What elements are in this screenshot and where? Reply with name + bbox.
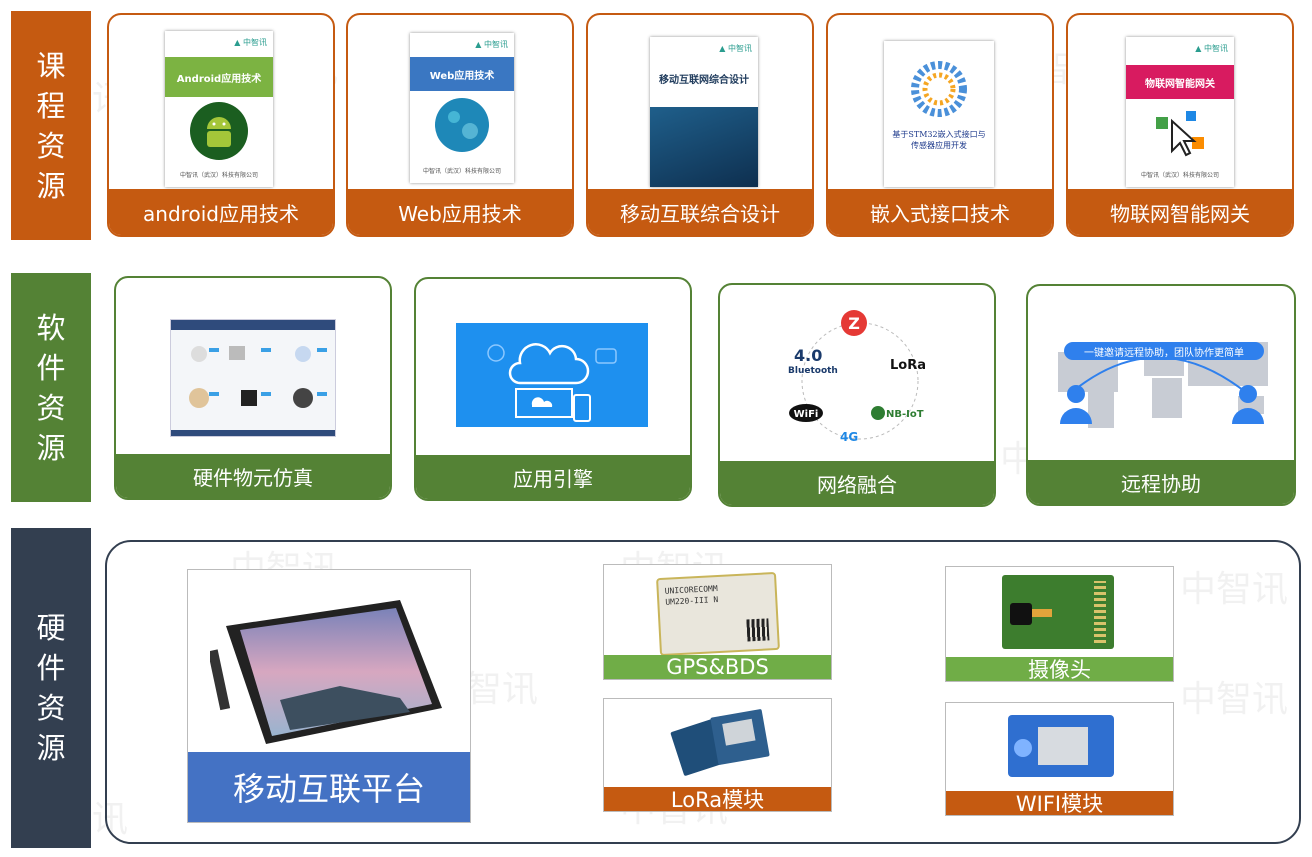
app-engine-illustration (456, 323, 648, 427)
book-cover-android: ▲ 中智讯 Android应用技术 中智讯（武汉）科技有限公司 (165, 31, 273, 187)
qr-code-icon (746, 618, 770, 642)
nbiot-icon: NB-IoT (886, 409, 924, 420)
category-hardware-char-1: 硬 (36, 611, 66, 645)
course-card-embedded[interactable]: 基于STM32嵌入式接口与传感器应用开发 嵌入式接口技术 (826, 13, 1054, 237)
lora-board-image (670, 709, 770, 776)
book-cover-title: Web应用技术 (410, 57, 514, 91)
circuit-ring-icon (911, 61, 967, 117)
logo-icon: ▲ 中智讯 (475, 40, 508, 49)
software-card-remote[interactable]: 一键邀请远程协助，团队协作更简单 远程协助 (1026, 284, 1296, 506)
book-cover-gateway: ▲ 中智讯 物联网智能网关 中智讯（武汉）科技有限公司 (1126, 37, 1234, 187)
wifi-icon: WiFi (794, 409, 819, 420)
category-software: 软 件 资 源 (11, 273, 91, 502)
category-hardware-char-3: 资 (36, 691, 66, 725)
course-card-android[interactable]: ▲ 中智讯 Android应用技术 中智讯（武汉）科技有限公司 android应… (107, 13, 335, 237)
hardware-panel (105, 540, 1301, 844)
logo-icon: ▲ 中智讯 (234, 38, 267, 47)
category-course-char-3: 资 (36, 128, 66, 163)
world-map-remote-icon (1058, 342, 1268, 428)
module-lora[interactable]: LoRa模块 (603, 698, 832, 812)
android-robot-icon (190, 102, 248, 160)
globe-network-icon (435, 98, 489, 152)
category-course-char-1: 课 (36, 48, 66, 83)
software-card-network[interactable]: Z 4.0 Bluetooth LoRa WiFi NB-IoT 4G 网络融合 (718, 283, 996, 507)
simulation-screenshot (170, 319, 336, 437)
category-software-char-1: 软 (36, 310, 66, 345)
module-camera[interactable]: 摄像头 (945, 566, 1174, 682)
category-software-char-4: 源 (36, 430, 66, 465)
cloud-devices-icon (487, 343, 617, 422)
software-card-engine[interactable]: 应用引擎 (414, 277, 692, 501)
category-hardware: 硬 件 资 源 (11, 528, 91, 848)
software-label: 网络融合 (720, 461, 994, 505)
course-label: 物联网智能网关 (1068, 189, 1292, 235)
course-label: 移动互联综合设计 (588, 189, 812, 235)
course-label: android应用技术 (109, 189, 333, 235)
zigbee-icon: Z (848, 314, 860, 333)
software-label: 远程协助 (1028, 460, 1294, 504)
category-course: 课 程 资 源 (11, 11, 91, 240)
category-course-char-2: 程 (36, 88, 66, 123)
module-label: GPS&BDS (604, 655, 831, 679)
bluetooth-version: 4.0 (794, 346, 822, 365)
software-label: 硬件物元仿真 (116, 454, 390, 498)
book-cover-embedded: 基于STM32嵌入式接口与传感器应用开发 (884, 41, 994, 187)
book-cover-web: ▲ 中智讯 Web应用技术 中智讯（武汉）科技有限公司 (410, 33, 514, 183)
category-hardware-char-4: 源 (36, 731, 66, 765)
book-cover-mobile: ▲ 中智讯 移动互联网综合设计 (650, 37, 758, 187)
platform-box[interactable]: 移动互联平台 (187, 569, 471, 823)
logo-icon: ▲ 中智讯 (719, 44, 752, 53)
module-label: WIFI模块 (946, 791, 1173, 815)
device-grid-icon (189, 346, 327, 408)
wifi-board-image (1008, 715, 1114, 777)
platform-label: 移动互联平台 (188, 752, 470, 822)
module-label: LoRa模块 (604, 787, 831, 811)
camera-board-image (1002, 575, 1114, 649)
4g-icon: 4G (840, 430, 858, 444)
book-cover-title: 物联网智能网关 (1126, 65, 1234, 99)
remote-banner: 一键邀请远程协助，团队协作更简单 (1064, 342, 1264, 360)
bluetooth-label: Bluetooth (788, 366, 838, 376)
book-cover-art (650, 107, 758, 187)
course-card-gateway[interactable]: ▲ 中智讯 物联网智能网关 中智讯（武汉）科技有限公司 物联网智能网关 (1066, 13, 1294, 237)
course-label: 嵌入式接口技术 (828, 189, 1052, 235)
category-course-char-4: 源 (36, 168, 66, 203)
module-gps[interactable]: UNICORECOMM UM220-III N GPS&BDS (603, 564, 832, 680)
protocol-ring-diagram: Z 4.0 Bluetooth LoRa WiFi NB-IoT 4G (788, 310, 926, 444)
lora-icon: LoRa (890, 358, 926, 373)
book-cover-title: 移动互联网综合设计 (650, 67, 758, 89)
book-cover-title: 基于STM32嵌入式接口与传感器应用开发 (892, 130, 986, 150)
software-card-simulation[interactable]: 硬件物元仿真 (114, 276, 392, 500)
module-wifi[interactable]: WIFI模块 (945, 702, 1174, 816)
category-software-char-2: 件 (36, 350, 66, 385)
cursor-pixel-icon (1156, 111, 1204, 157)
course-label: Web应用技术 (348, 189, 572, 235)
category-software-char-3: 资 (36, 390, 66, 425)
book-cover-title: Android应用技术 (165, 57, 273, 97)
module-label: 摄像头 (946, 657, 1173, 681)
software-label: 应用引擎 (416, 455, 690, 499)
logo-icon: ▲ 中智讯 (1195, 44, 1228, 53)
tablet-device-image (210, 600, 442, 744)
course-card-web[interactable]: ▲ 中智讯 Web应用技术 中智讯（武汉）科技有限公司 Web应用技术 (346, 13, 574, 237)
course-card-mobile[interactable]: ▲ 中智讯 移动互联网综合设计 移动互联综合设计 (586, 13, 814, 237)
category-hardware-char-2: 件 (36, 651, 66, 685)
gps-chip-image: UNICORECOMM UM220-III N (656, 571, 780, 657)
